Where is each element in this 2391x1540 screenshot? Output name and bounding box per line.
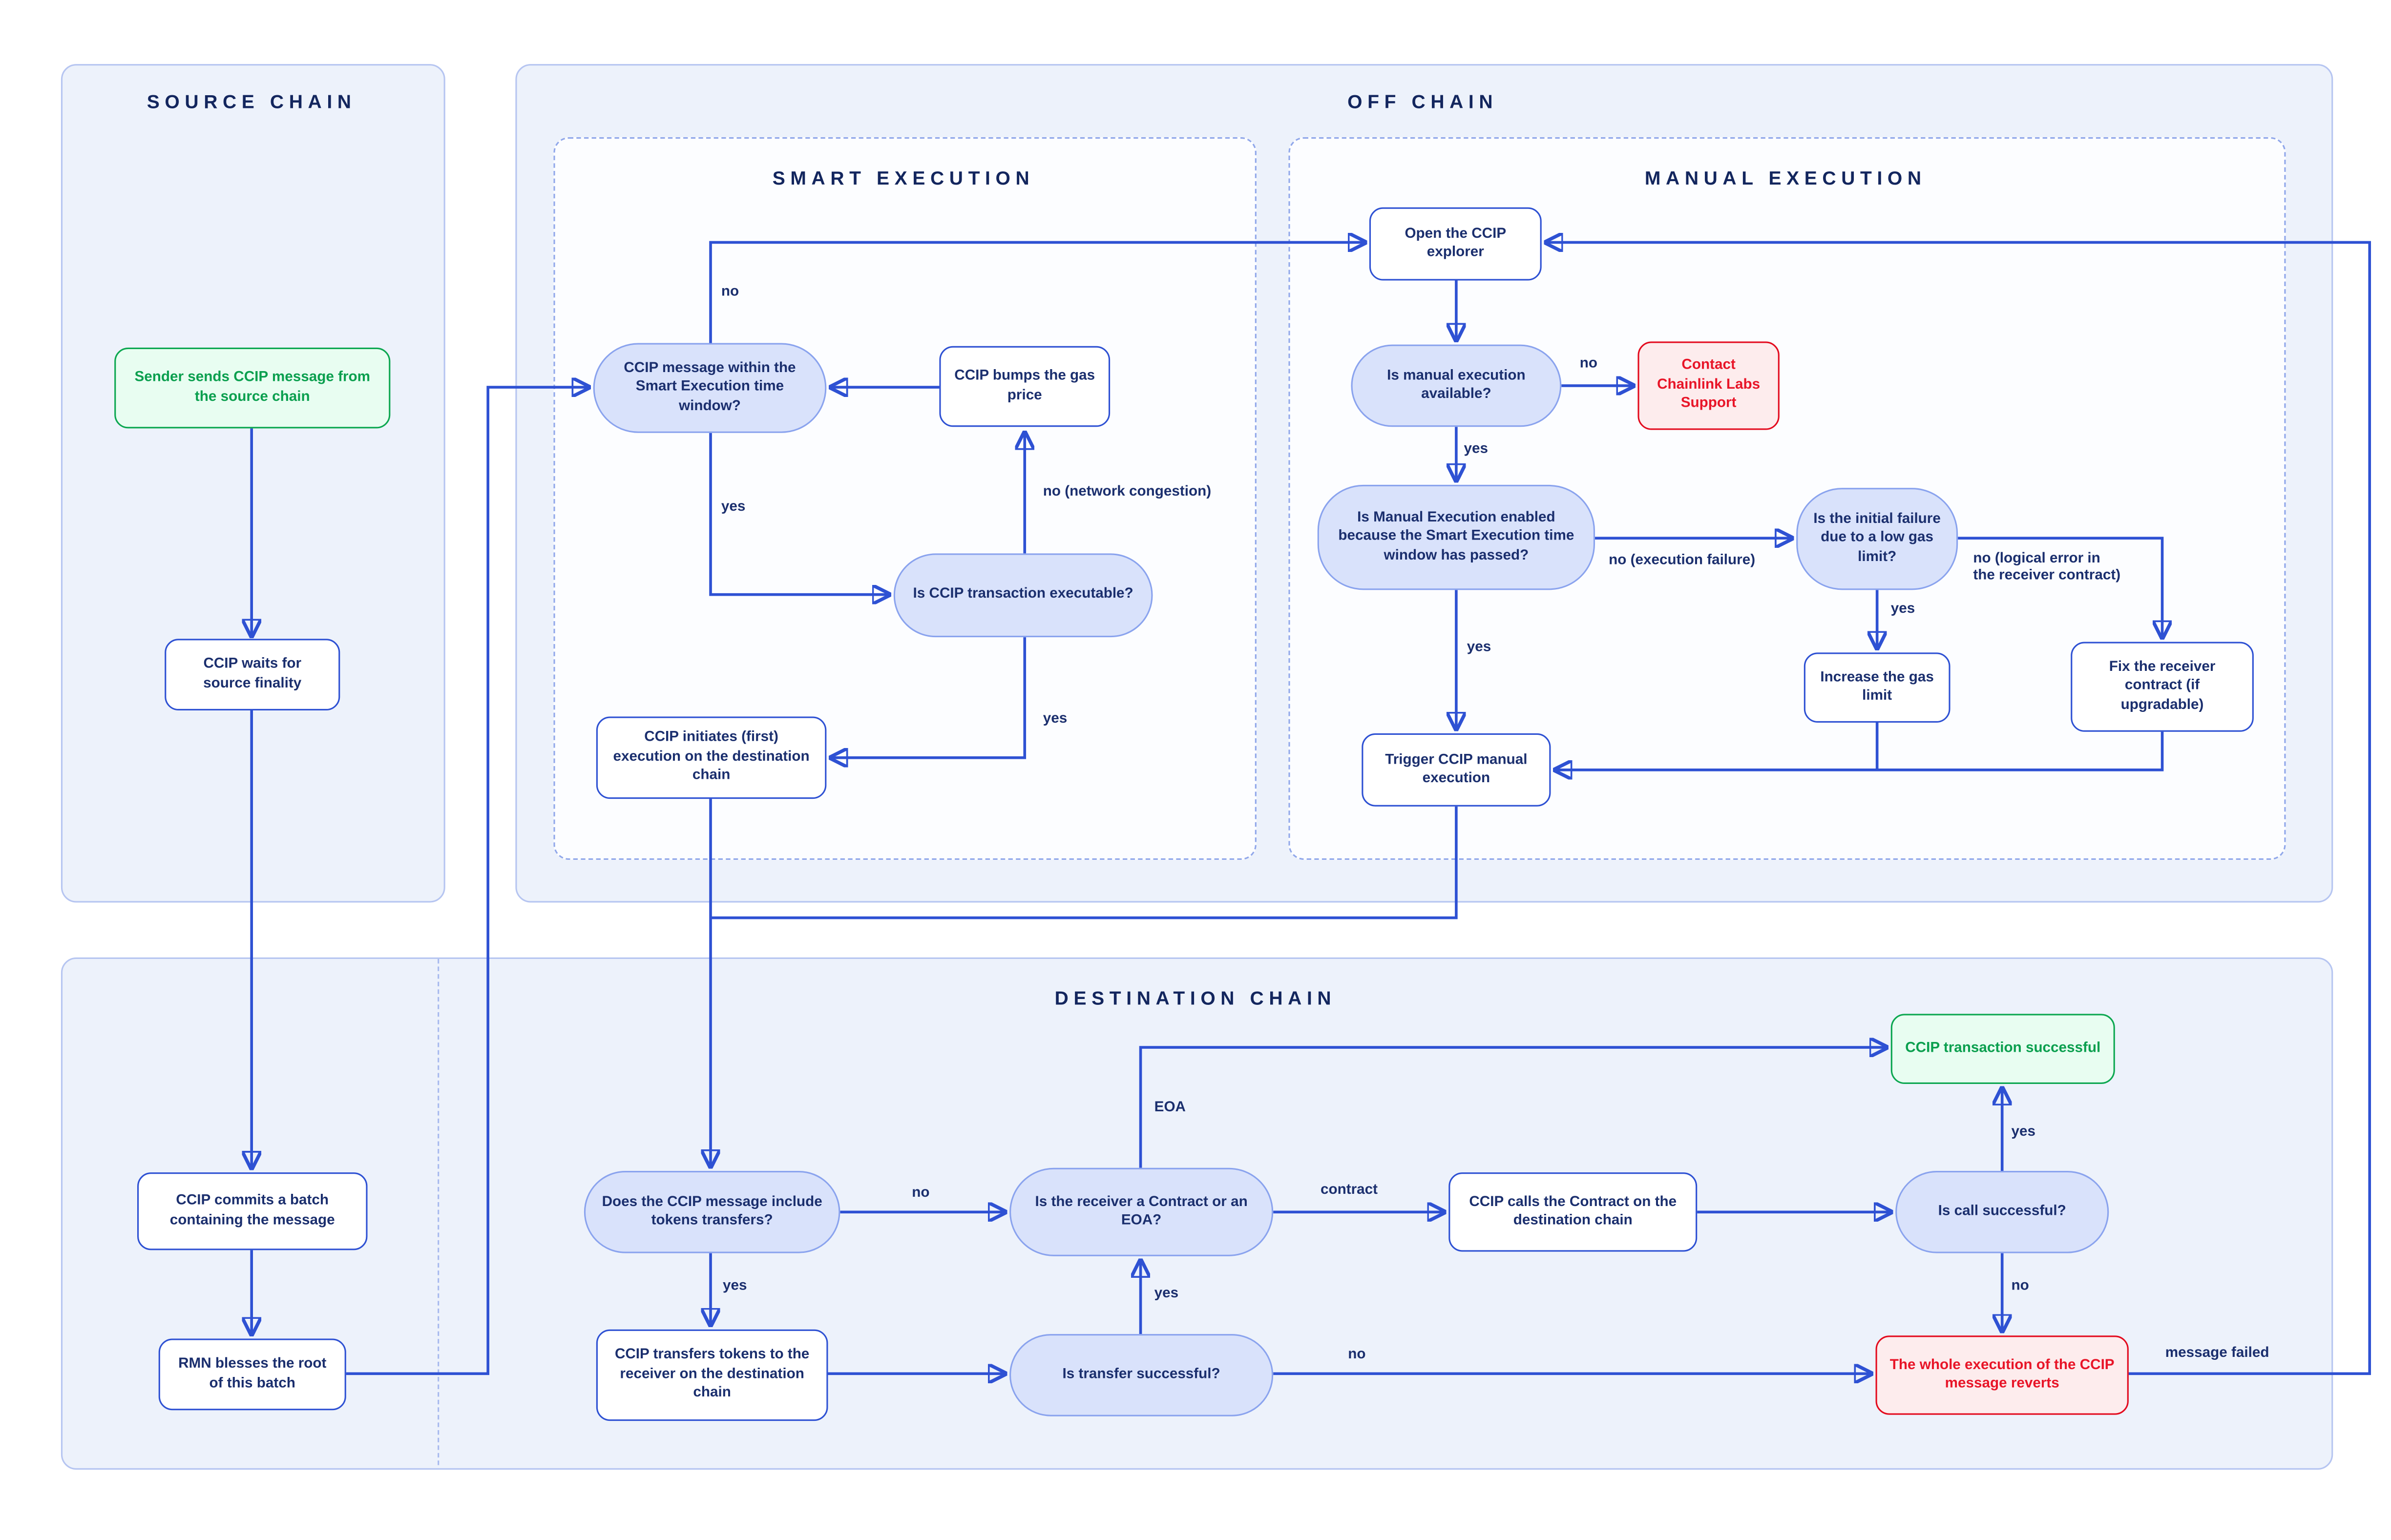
- node-ccip-bumps: CCIP bumps the gas price: [939, 346, 1111, 427]
- label-enabled-no: no (execution failure): [1609, 552, 1756, 569]
- label-msgwin-no: no: [721, 283, 739, 301]
- node-rmn-blesses: RMN blesses the root of this batch: [158, 1338, 346, 1411]
- label-call-yes: yes: [2011, 1124, 2035, 1141]
- node-is-manual-enabled: Is Manual Execution enabled because the …: [1317, 484, 1595, 590]
- node-msg-within: CCIP message within the Smart Execution …: [593, 343, 827, 433]
- node-sender-sends: Sender sends CCIP message from the sourc…: [114, 347, 391, 429]
- node-whole-reverts: The whole execution of the CCIP message …: [1875, 1335, 2129, 1415]
- node-is-call-successful: Is call successful?: [1895, 1171, 2109, 1253]
- node-is-executable: Is CCIP transaction executable?: [893, 553, 1153, 638]
- node-open-explorer: Open the CCIP explorer: [1369, 207, 1542, 281]
- label-avail-yes: yes: [1464, 440, 1489, 458]
- source-chain-panel: [61, 64, 445, 903]
- node-fix-receiver: Fix the receiver contract (if upgradable…: [2071, 642, 2254, 732]
- node-ccip-transfers: CCIP transfers tokens to the receiver on…: [596, 1329, 828, 1421]
- node-trigger-manual: Trigger CCIP manual execution: [1362, 733, 1551, 807]
- edge-rmn-to-msgwithin: [346, 387, 587, 1375]
- edge-msgwithin-yes-to-executable: [709, 433, 887, 595]
- node-ccip-waits: CCIP waits for source finality: [165, 639, 340, 711]
- node-is-transfer-successful: Is transfer successful?: [1009, 1334, 1274, 1416]
- off-chain-title: OFF CHAIN: [1347, 91, 1498, 113]
- destination-panel-divider: [438, 958, 440, 1465]
- edge-initial-no-to-fix: [1958, 537, 2162, 636]
- label-avail-no: no: [1579, 355, 1598, 372]
- edge-fix-to-trigger: [1557, 731, 2164, 770]
- node-ccip-calls: CCIP calls the Contract on the destinati…: [1448, 1172, 1698, 1252]
- node-is-receiver: Is the receiver a Contract or an EOA?: [1009, 1167, 1274, 1256]
- edge-trigger-join-down: [711, 806, 1458, 919]
- label-receiver-eoa: EOA: [1154, 1099, 1186, 1116]
- manual-execution-title: MANUAL EXECUTION: [1644, 167, 1927, 189]
- source-chain-title: SOURCE CHAIN: [147, 91, 357, 113]
- smart-execution-title: SMART EXECUTION: [772, 167, 1035, 189]
- node-ccip-success: CCIP transaction successful: [1890, 1014, 2115, 1084]
- label-transfer-no: no: [1348, 1346, 1366, 1363]
- edge-reverts-messagefailed-to-explorer: [1548, 242, 2371, 1375]
- label-call-no: no: [2011, 1277, 2029, 1294]
- node-does-tokens: Does the CCIP message include tokens tra…: [584, 1171, 840, 1253]
- node-contact-support: Contact Chainlink Labs Support: [1637, 341, 1780, 430]
- edge-receiver-eoa-to-success: [1139, 1047, 1885, 1168]
- node-is-initial-failure: Is the initial failure due to a low gas …: [1796, 488, 1958, 590]
- label-initial-yes: yes: [1890, 601, 1915, 618]
- node-is-manual-available: Is manual execution available?: [1351, 344, 1562, 427]
- node-ccip-initiates: CCIP initiates (first) execution on the …: [596, 716, 827, 799]
- label-exec-yes: yes: [1043, 710, 1068, 728]
- edge-executable-yes-to-initiates: [833, 637, 1027, 758]
- label-tokens-yes: yes: [723, 1277, 747, 1294]
- label-initial-no: no (logical error in the receiver contra…: [1973, 550, 2121, 584]
- label-transfer-yes: yes: [1154, 1285, 1179, 1302]
- label-msgwin-yes: yes: [721, 499, 746, 516]
- node-ccip-commits: CCIP commits a batch containing the mess…: [137, 1172, 368, 1250]
- label-tokens-no: no: [912, 1185, 930, 1202]
- edge-msgwithin-no-to-explorer: [709, 242, 1363, 343]
- label-receiver-contract: contract: [1320, 1181, 1378, 1199]
- destination-chain-title: DESTINATION CHAIN: [1054, 988, 1337, 1010]
- label-exec-no: no (network congestion): [1043, 483, 1212, 500]
- node-increase-gas: Increase the gas limit: [1804, 652, 1951, 723]
- label-enabled-yes: yes: [1467, 639, 1491, 656]
- label-message-failed: message failed: [2165, 1344, 2269, 1362]
